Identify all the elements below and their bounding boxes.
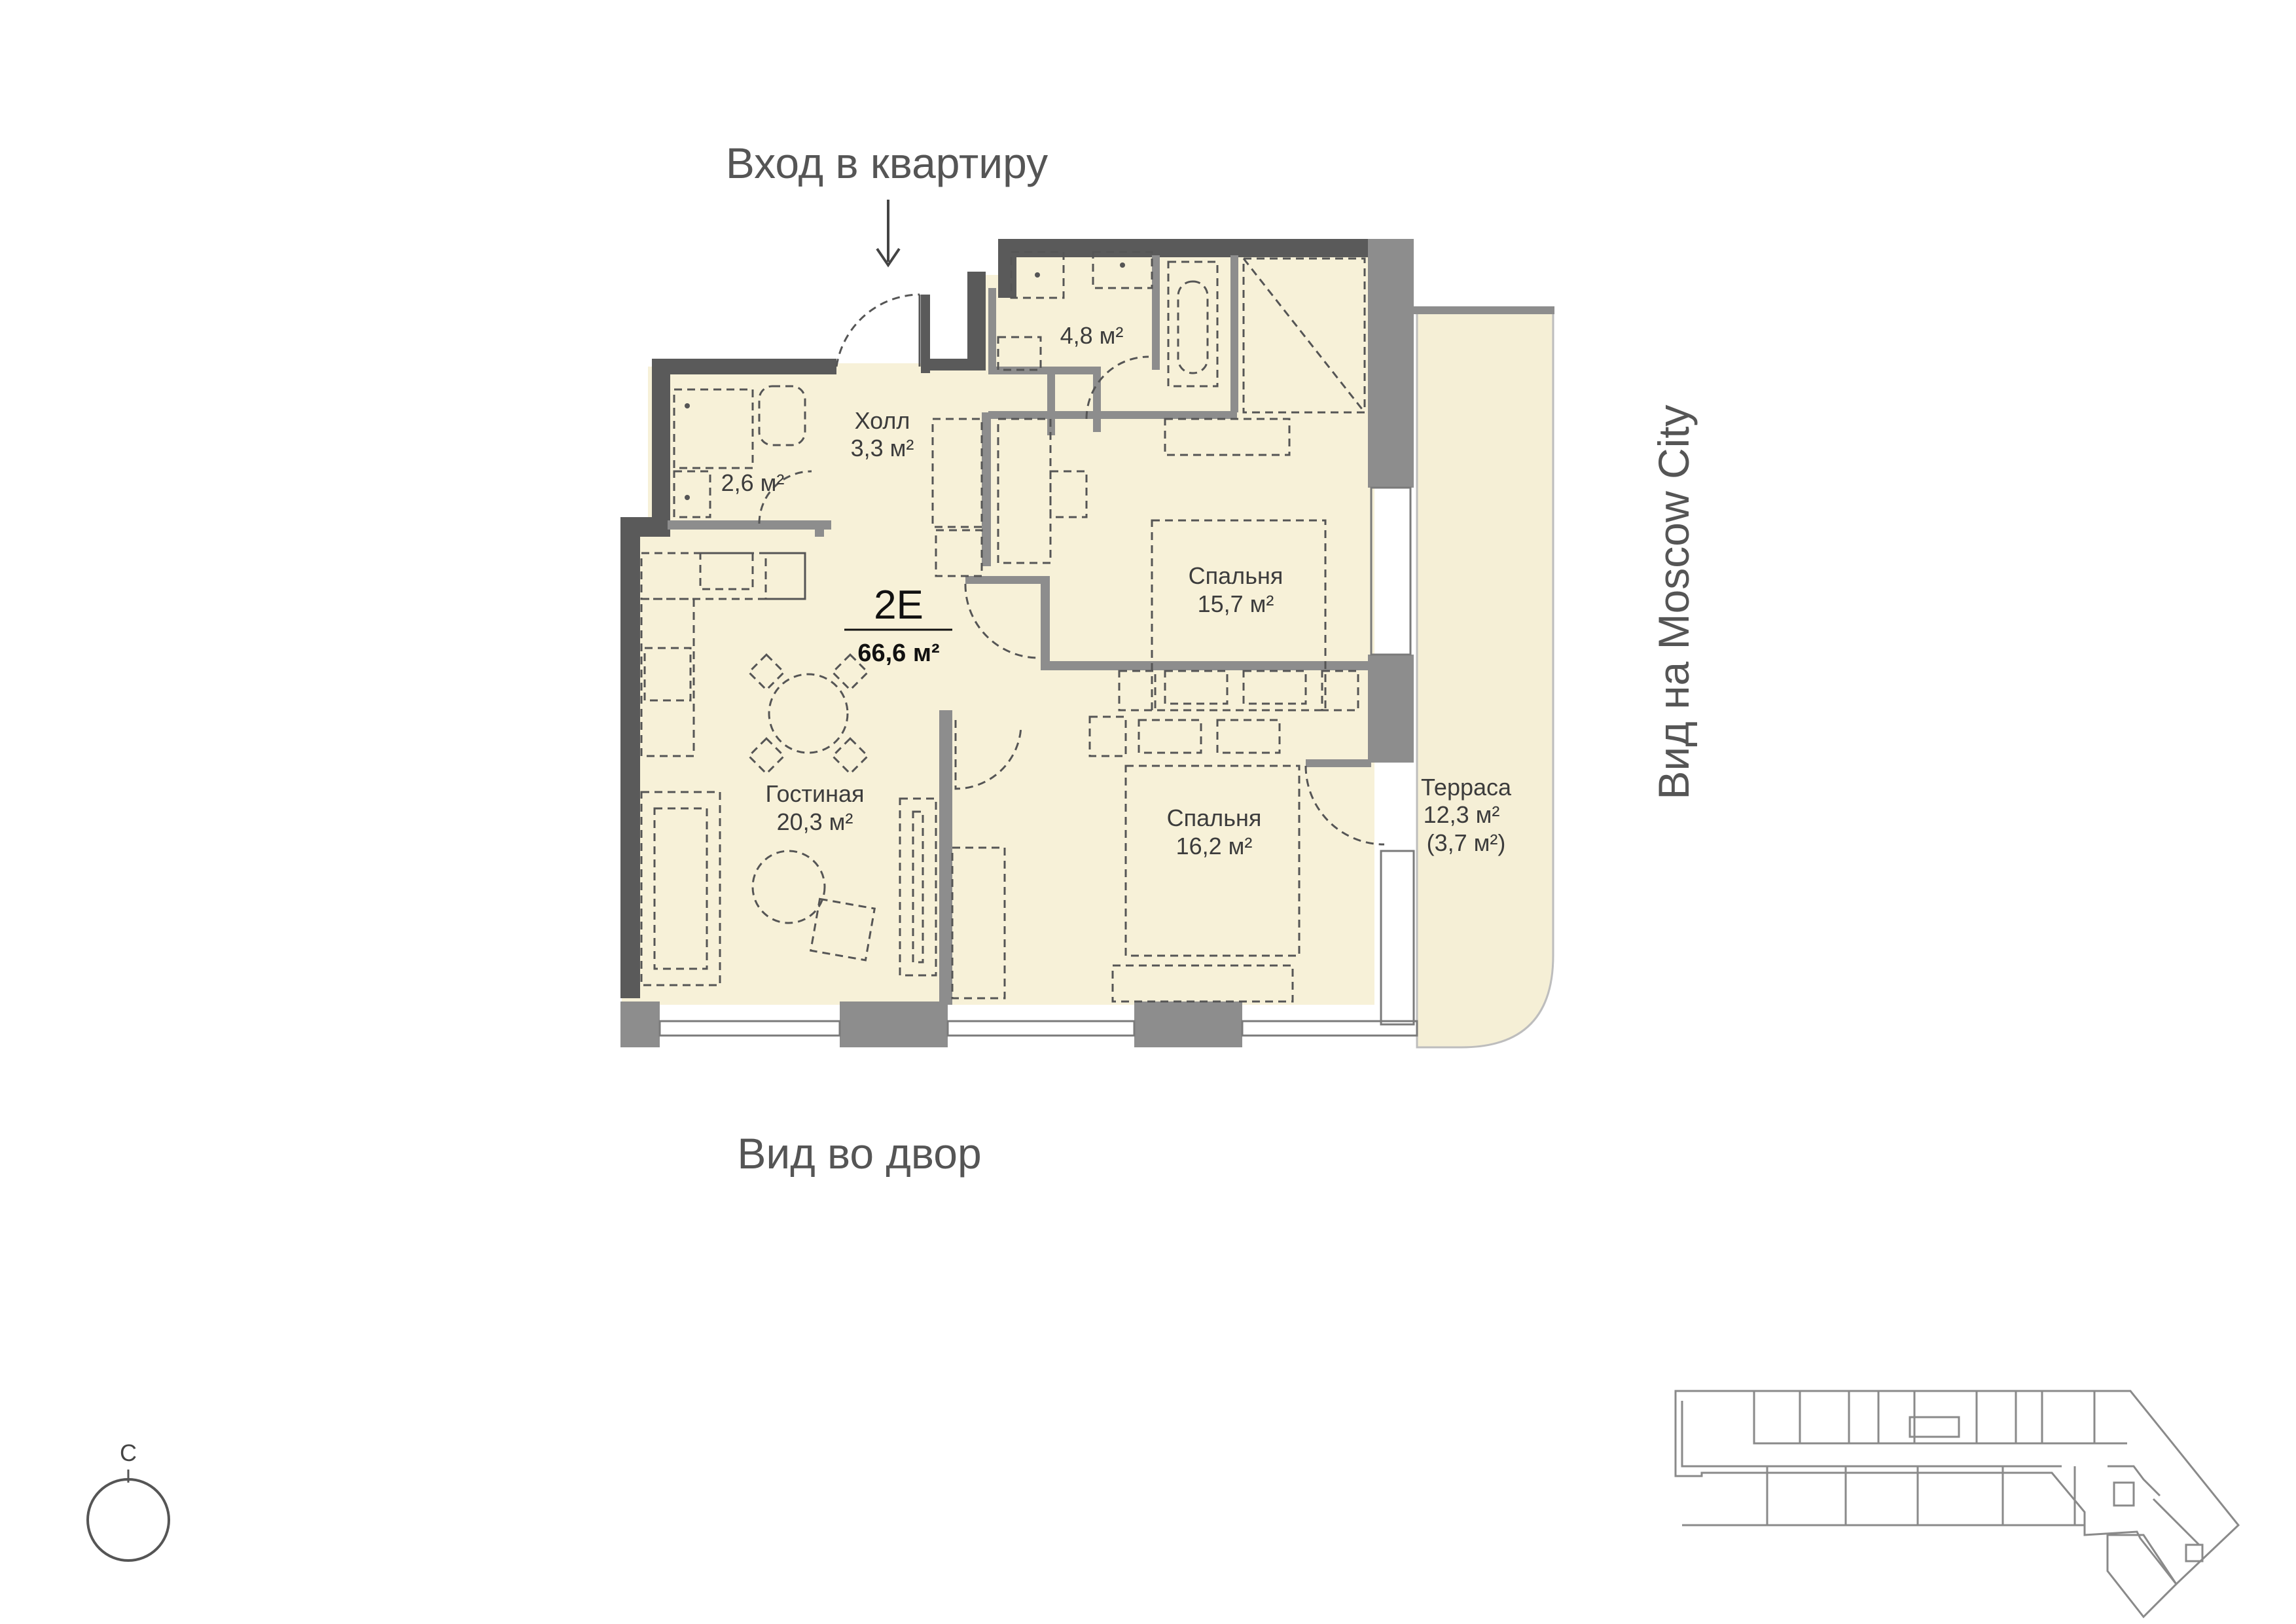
terrace-area	[1410, 306, 1554, 1049]
window-glazing	[658, 486, 1418, 1037]
bedroom2-area: 16,2 м²	[1176, 833, 1253, 859]
terrace-area-reduced: (3,7 м²)	[1427, 829, 1506, 856]
furniture	[640, 251, 1366, 1003]
view-bottom-label: Вид во двор	[737, 1129, 981, 1178]
apartment-total-area: 66,6 м²	[857, 640, 939, 667]
terrace-area-value: 12,3 м²	[1424, 801, 1500, 828]
building-key-plan	[1674, 1390, 2240, 1619]
apartment-floor	[622, 242, 1374, 1005]
apartment-code: 2E	[874, 583, 924, 628]
hall-name: Холл	[855, 407, 910, 434]
bedroom1-area: 15,7 м²	[1198, 590, 1274, 617]
bedroom2-name: Спальня	[1167, 804, 1262, 831]
living-name: Гостиная	[765, 780, 864, 807]
view-right-label: Вид на Moscow City	[1649, 405, 1698, 799]
compass: С	[86, 1439, 170, 1562]
compass-north-letter: С	[120, 1439, 137, 1466]
compass-circle-icon	[86, 1478, 170, 1562]
bedroom1-name: Спальня	[1189, 562, 1283, 589]
wc-area: 2,6 м²	[721, 469, 785, 496]
entrance-label: Вход в квартиру	[726, 139, 1048, 187]
terrace-name: Терраса	[1421, 774, 1512, 801]
highlight-unit-marker	[2106, 1534, 2178, 1619]
bathroom-area: 4,8 м²	[1060, 322, 1124, 349]
exterior-walls	[620, 239, 1414, 1047]
hall-area: 3,3 м²	[851, 435, 914, 461]
doors	[758, 293, 1385, 846]
interior-walls	[668, 255, 1371, 1005]
living-area: 20,3 м²	[777, 808, 853, 835]
terrace-railing	[1414, 306, 1554, 314]
entrance-arrow-icon	[876, 200, 901, 268]
